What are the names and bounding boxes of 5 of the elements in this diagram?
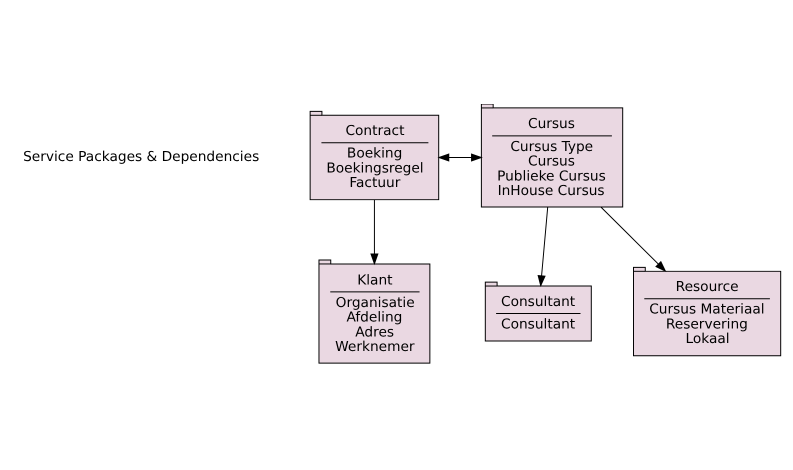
arrow xyxy=(370,198,379,265)
arrow xyxy=(600,206,666,272)
label: Service Packages & Dependencies xyxy=(23,148,260,165)
arrow xyxy=(437,152,483,162)
arrow xyxy=(538,206,548,287)
